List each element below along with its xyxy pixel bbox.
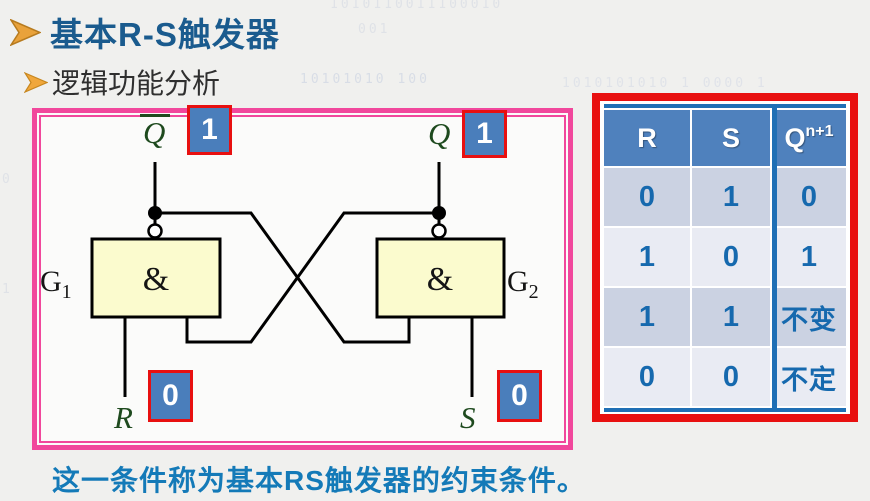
table-row: 0 0 不定 [604, 348, 846, 406]
binary-decor: 1010110011100010 [330, 0, 504, 12]
table-cell: 0 [604, 168, 690, 226]
title-row: 基本R-S触发器 [10, 8, 280, 56]
table-cell: 0 [692, 228, 770, 286]
binary-decor: 1010101010 1 0000 1 [562, 76, 768, 91]
qbar-label: Q [140, 114, 171, 150]
constraint-caption: 这一条件称为基本RS触发器的约束条件。 [52, 465, 586, 496]
s-value-badge: 0 [497, 370, 542, 422]
q-value-badge: 1 [462, 110, 507, 158]
header-cell-s: S [692, 110, 770, 166]
qbar-overline: Q [140, 114, 171, 148]
table-bottom-rule [604, 408, 846, 412]
table-cell: 0 [604, 348, 690, 406]
binary-decor: 0 [2, 172, 13, 187]
table-top-rule [604, 104, 846, 108]
circuit-panel-inner-border [39, 115, 566, 443]
subtitle-row: 逻辑功能分析 [24, 62, 220, 102]
table-cell: 0 [692, 348, 770, 406]
gate-g2-label: G2 [507, 265, 539, 303]
table-cell: 不定 [772, 348, 846, 406]
table-cell: 1 [604, 288, 690, 346]
s-label: S [460, 400, 476, 435]
subtitle: 逻辑功能分析 [52, 68, 221, 99]
table-row: 1 1 不变 [604, 288, 846, 346]
binary-decor: 1 [2, 282, 13, 297]
page-title: 基本R-S触发器 [50, 16, 280, 53]
r-value-badge: 0 [148, 370, 193, 422]
binary-decor: 001 [358, 22, 391, 37]
gate-g1-label: G1 [40, 265, 72, 303]
gate-g2-and-symbol: & [426, 261, 454, 298]
gate-g1-and-symbol: & [142, 261, 170, 298]
table-cell: 1 [604, 228, 690, 286]
arrow-bullet-icon [10, 18, 41, 46]
table-cell: 1 [772, 228, 846, 286]
table-row: 1 0 1 [604, 228, 846, 286]
table-cell: 不变 [772, 288, 846, 346]
header-cell-r: R [604, 110, 690, 166]
table-cell: 1 [692, 168, 770, 226]
q-label: Q [428, 116, 451, 151]
arrow-bullet-icon [24, 71, 48, 93]
binary-decor: 10101010 100 [300, 72, 430, 87]
table-cell: 0 [772, 168, 846, 226]
rs-latch-diagram [90, 162, 506, 397]
qbar-value-badge: 1 [187, 105, 232, 155]
table-output-divider [772, 104, 777, 412]
table-row: 0 1 0 [604, 168, 846, 226]
table-cell: 1 [692, 288, 770, 346]
r-label: R [114, 400, 133, 435]
